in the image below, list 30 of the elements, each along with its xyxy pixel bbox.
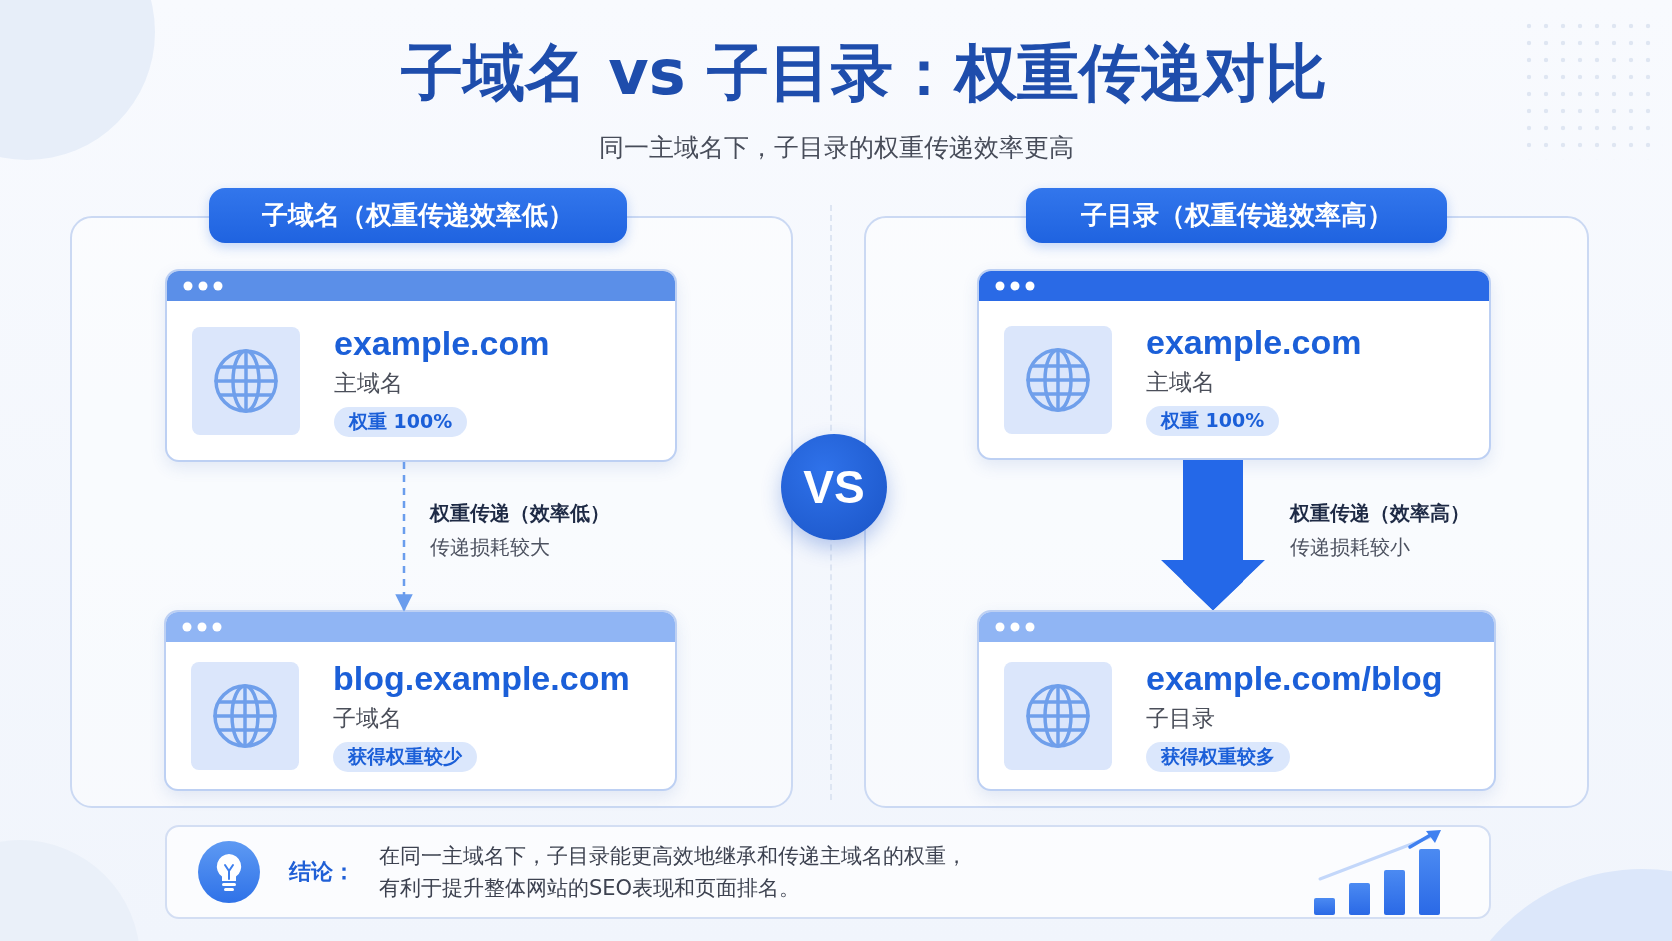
weight-tag: 获得权重较少 — [333, 742, 477, 772]
weight-tag: 获得权重较多 — [1146, 742, 1290, 772]
comparison-panel — [864, 188, 1589, 808]
browser-window-card — [977, 610, 1496, 791]
domain-type-label: 主域名 — [334, 369, 403, 399]
domain-type-label: 子目录 — [1146, 704, 1215, 734]
conclusion-heading: 结论： — [289, 858, 355, 886]
conclusion-text: 在同一主域名下，子目录能更高效地继承和传递主域名的权重，有利于提升整体网站的SEO表现和页面排名。 — [379, 843, 968, 902]
domain-type-label: 子域名 — [333, 704, 402, 734]
comparison-panel — [70, 188, 793, 808]
panel-heading: 子目录（权重传递效率高） — [1026, 188, 1447, 243]
edge-label: 权重传递（效率低）传递损耗较大 — [430, 500, 610, 561]
browser-window-card — [977, 269, 1491, 460]
panel-heading: 子域名（权重传递效率低） — [209, 188, 627, 243]
edge-label: 权重传递（效率高）传递损耗较小 — [1290, 500, 1470, 561]
weight-tag: 权重 100% — [334, 407, 468, 437]
conclusion-panel — [165, 825, 1491, 919]
browser-window-card — [164, 610, 677, 791]
vs-badge: VS — [781, 434, 887, 540]
diagram-title: 子域名 vs 子目录：权重传递对比 — [400, 36, 1328, 109]
domain-type-label: 主域名 — [1146, 368, 1215, 398]
domain-name: example.com/blog — [1146, 659, 1443, 699]
domain-name: example.com — [1146, 323, 1362, 363]
browser-window-card — [165, 269, 677, 462]
dashed-arrow — [395, 462, 413, 612]
block-arrow — [1161, 460, 1265, 610]
subtitle: 同一主域名下，子目录的权重传递效率更高 — [598, 133, 1074, 162]
domain-name: example.com — [334, 324, 550, 364]
domain-name: blog.example.com — [333, 659, 630, 699]
weight-tag: 权重 100% — [1146, 406, 1280, 436]
